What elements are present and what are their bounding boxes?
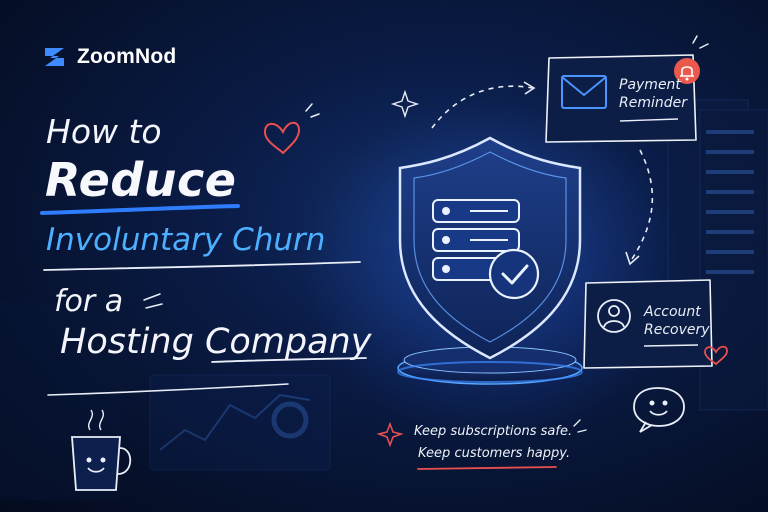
headline-line-4: for a [54, 284, 124, 319]
payment-reminder-card [545, 54, 697, 143]
envelope-icon [561, 75, 607, 109]
tagline-underline [417, 466, 557, 470]
tagline-sparkle-lines [573, 419, 587, 433]
dashed-arrow-down [629, 149, 654, 263]
headline-line-5: Hosting Company [60, 322, 372, 362]
arrowhead-top [523, 81, 536, 95]
brand-name: ZoomNod [77, 45, 177, 68]
sparkle-icon [390, 89, 420, 119]
heart-icon [263, 121, 301, 155]
account-label-line-2: Recovery [644, 322, 710, 338]
underline-churn [43, 261, 361, 271]
check-icon [488, 248, 540, 300]
background-desk [0, 300, 331, 500]
star-icon [376, 421, 404, 448]
mug-icon [71, 409, 132, 491]
underline-hosting [47, 383, 289, 396]
headline-line-3: Involuntary Churn [46, 222, 326, 258]
title-sparkle-lines [143, 293, 163, 309]
podium [397, 346, 583, 385]
underline-company [211, 357, 367, 363]
arrowhead-down [625, 251, 640, 266]
payment-label-line-1: Payment [619, 77, 681, 93]
smiley-icon [633, 387, 685, 433]
headline-line-1: How to [46, 112, 162, 151]
dashed-arrow-top [431, 85, 533, 129]
payment-reminder-label: Payment Reminder [619, 76, 687, 112]
logo-icon [45, 48, 64, 66]
user-icon [597, 299, 631, 333]
tagline-line-2: Keep customers happy. [418, 446, 571, 461]
underline-reduce [40, 204, 240, 215]
bell-sparkle-lines [692, 35, 709, 49]
tagline-line-1: Keep subscriptions safe. [414, 424, 573, 439]
heart-sparkle-lines [305, 103, 320, 118]
brand-logo[interactable]: ZoomNod [42, 44, 176, 70]
account-recovery-card [583, 279, 713, 369]
heart-icon-small [704, 345, 728, 366]
payment-label-line-2: Reminder [619, 95, 687, 111]
headline-line-2: Reduce [45, 153, 237, 207]
account-label-line-1: Account [644, 304, 701, 320]
account-recovery-label: Account Recovery [644, 303, 710, 339]
bell-icon [674, 58, 700, 84]
